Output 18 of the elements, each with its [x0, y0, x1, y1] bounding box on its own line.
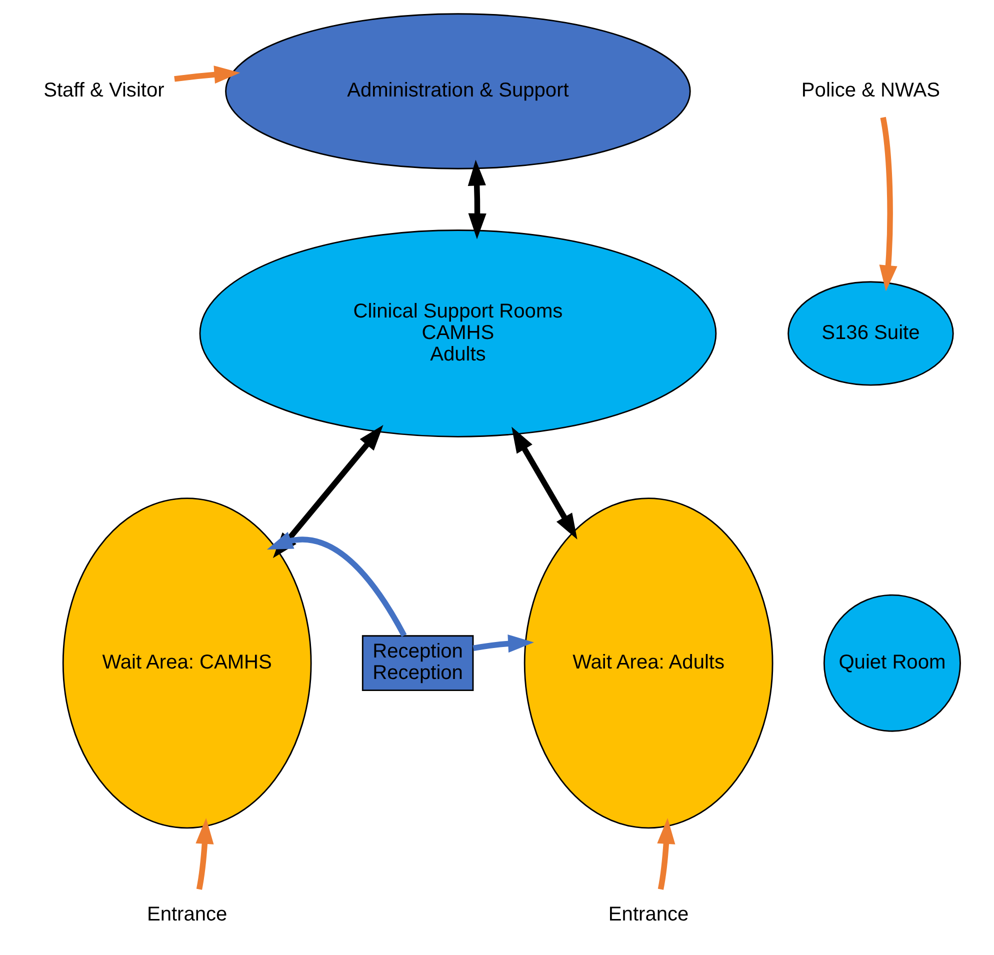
arrow	[657, 818, 676, 890]
node-ellipse: S136 Suite	[788, 281, 954, 386]
arrow	[196, 818, 214, 890]
arrow	[472, 634, 534, 653]
node-ellipse: Wait Area: Adults	[524, 498, 774, 829]
node-ellipse: Clinical Support Rooms CAMHS Adults	[199, 230, 717, 438]
node-text: Entrance	[146, 904, 228, 926]
arrow	[174, 66, 240, 84]
node-ellipse: Administration & Support	[225, 13, 691, 170]
node-text: Staff & Visitor	[44, 80, 164, 102]
node-text: Entrance	[608, 904, 689, 926]
arrow	[468, 160, 486, 240]
node-ellipse: Wait Area: CAMHS	[62, 498, 312, 829]
arrow	[512, 426, 578, 540]
node-text: Police & NWAS	[801, 80, 940, 102]
node-circle: Quiet Room	[823, 594, 961, 732]
arrow	[879, 116, 898, 292]
node-box: Reception Reception	[362, 635, 474, 692]
